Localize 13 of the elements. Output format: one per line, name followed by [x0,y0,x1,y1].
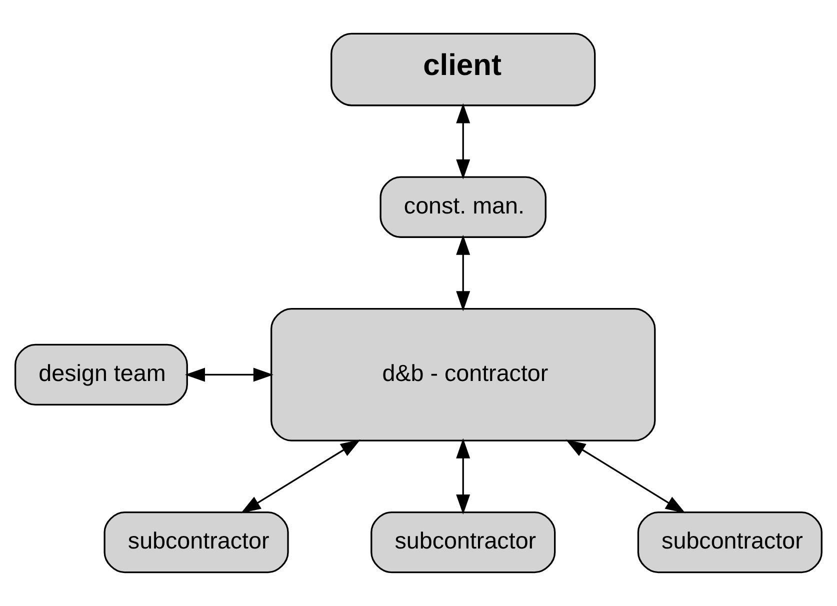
node-box: subcontractor [637,511,822,574]
node-box: subcontractor [104,511,289,574]
node-box: client [330,32,596,106]
arrow [456,438,470,514]
arrow [456,103,470,180]
node-box: const. man. [380,176,546,238]
arrow [240,440,361,514]
arrow [566,440,686,514]
arrow [184,368,274,382]
node-box: subcontractor [370,511,556,574]
arrow [456,234,470,312]
node-box: design team [14,344,188,406]
node-box: d&b - contractor [270,308,656,442]
